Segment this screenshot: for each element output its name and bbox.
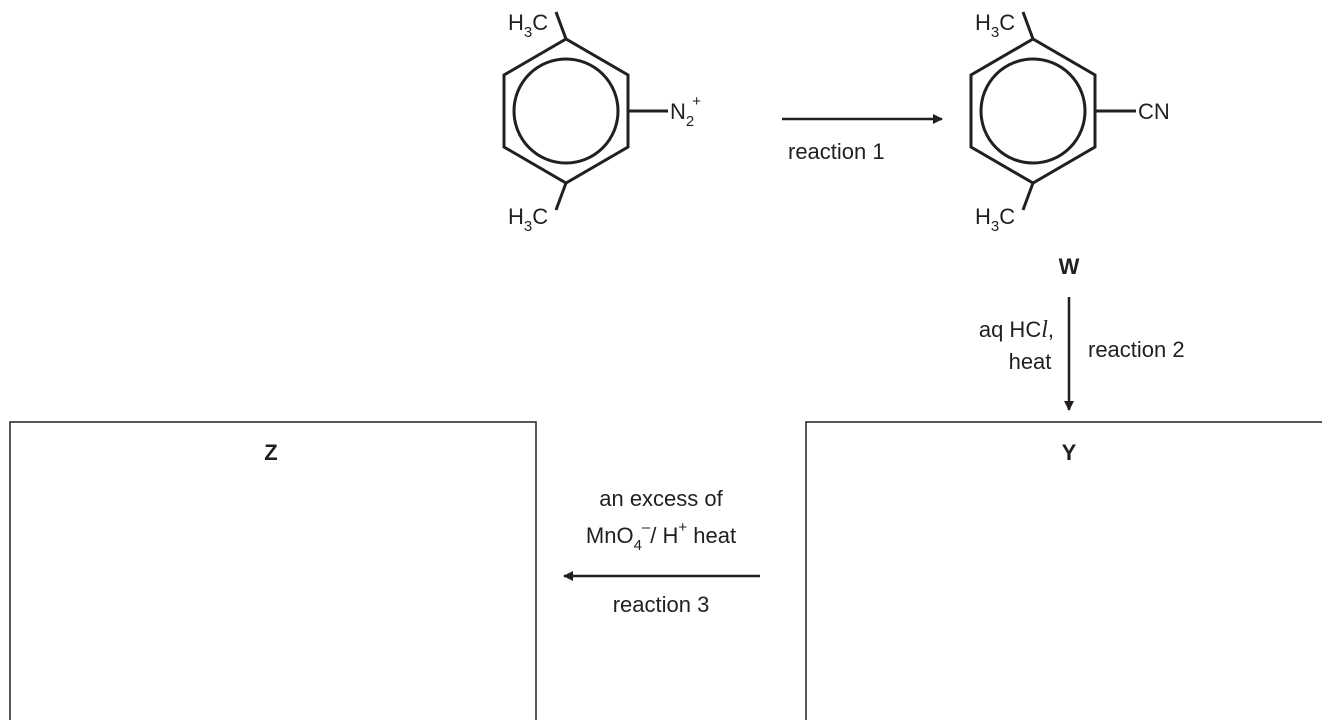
- benzene-ring-start: [502, 37, 630, 185]
- box-y-frame: [805, 421, 1322, 720]
- product-w-molecule: H3C H3C CN W: [969, 10, 1170, 279]
- bond-methyl-bottom-w: [1021, 182, 1035, 211]
- product-w-label: W: [1059, 254, 1080, 279]
- diazonium-label: N2+: [670, 93, 701, 130]
- reaction-1-label: reaction 1: [788, 139, 885, 164]
- reaction-2: aq HCl, heat reaction 2: [979, 297, 1185, 411]
- box-z-frame: [9, 421, 537, 720]
- box-y: Y: [805, 421, 1322, 720]
- reaction-2-reagent-line2: heat: [1009, 349, 1052, 374]
- bond-methyl-bottom-start: [554, 182, 568, 211]
- reaction-3-reagent-line1: an excess of: [599, 486, 723, 511]
- box-y-label: Y: [1062, 440, 1077, 465]
- methyl-top-label-w: H3C: [975, 10, 1015, 41]
- box-z: Z: [9, 421, 537, 720]
- box-z-label: Z: [264, 440, 277, 465]
- reaction-2-label: reaction 2: [1088, 337, 1185, 362]
- reaction-1: reaction 1: [782, 114, 943, 164]
- aromatic-circle-start: [512, 57, 620, 165]
- reaction-3: an excess of MnO4–/ H+ heat reaction 3: [563, 486, 760, 617]
- reaction-3-reagent-line2: MnO4–/ H+ heat: [586, 519, 736, 554]
- bond-methyl-top-start: [554, 11, 568, 40]
- methyl-bottom-label-w: H3C: [975, 204, 1015, 235]
- reaction-3-label: reaction 3: [613, 592, 710, 617]
- reaction-2-reagent-line1: aq HCl,: [979, 317, 1054, 343]
- start-molecule: H3C H3C N2+: [502, 10, 701, 235]
- nitrile-label: CN: [1138, 99, 1170, 124]
- bond-methyl-top-w: [1021, 11, 1035, 40]
- aromatic-circle-w: [979, 57, 1087, 165]
- methyl-top-label-start: H3C: [508, 10, 548, 41]
- methyl-bottom-label-start: H3C: [508, 204, 548, 235]
- benzene-ring-w: [969, 37, 1097, 185]
